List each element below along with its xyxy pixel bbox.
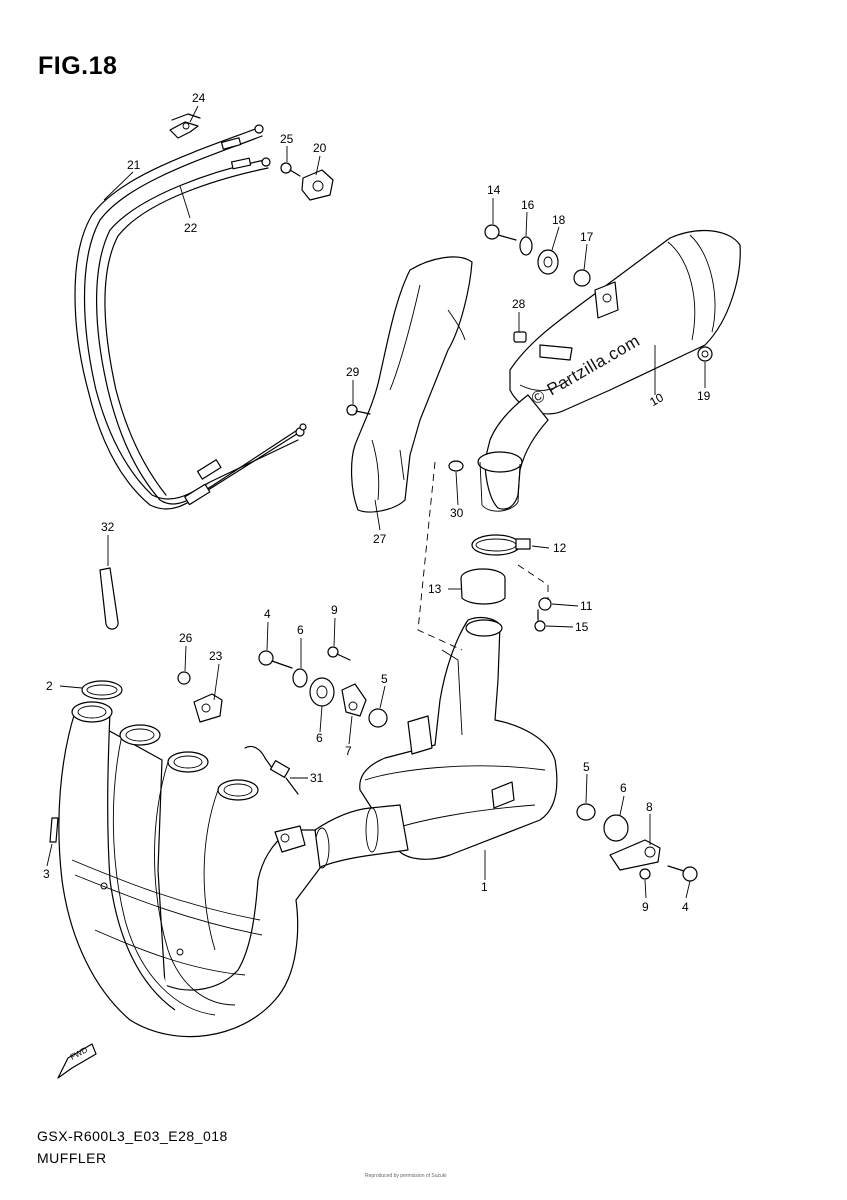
- fine-print: Reproduced by permission of Suzuki: [365, 1173, 447, 1179]
- figure-code: GSX-R600L3_E03_E28_018: [37, 1128, 228, 1144]
- part-25-bolt: [280, 162, 301, 177]
- part-6-bush-lower: [603, 814, 629, 842]
- part-6-washer: [292, 668, 308, 688]
- part-16-washer: [519, 236, 533, 256]
- callout-9-upper: 9: [331, 603, 338, 617]
- part-4-bolt: [258, 650, 293, 669]
- part-2-gasket: [81, 680, 123, 700]
- callout-28: 28: [512, 297, 526, 311]
- callout-8: 8: [646, 800, 653, 814]
- figure-title: FIG.18: [38, 52, 118, 80]
- callout-10: 10: [647, 390, 666, 409]
- callout-21: 21: [127, 158, 141, 172]
- part-26-nut: [177, 671, 191, 685]
- fwd-arrow-icon: FWD: [57, 1043, 97, 1079]
- part-8-bracket: [609, 839, 661, 871]
- part-29-bolt: [346, 404, 371, 416]
- callout-30: 30: [450, 506, 464, 520]
- part-10-muffler: [477, 229, 741, 512]
- part-9-bolt: [327, 646, 351, 661]
- callout-31: 31: [310, 771, 324, 785]
- exhaust-headers: [58, 701, 321, 1038]
- part-23-bracket: [193, 693, 223, 723]
- callout-5-upper: 5: [381, 672, 388, 686]
- callout-24: 24: [192, 91, 206, 105]
- callout-23: 23: [209, 649, 223, 663]
- part-6-bush: [309, 677, 335, 707]
- part-32-strap: [99, 567, 119, 630]
- part-5-collar: [368, 708, 388, 728]
- callout-6-upper: 6: [297, 623, 304, 637]
- part-12-clamp: [471, 534, 531, 556]
- callout-18: 18: [552, 213, 566, 227]
- part-30-washer: [448, 460, 464, 472]
- part-1-chamber: [314, 616, 558, 869]
- callout-2: 2: [46, 679, 53, 693]
- callout-16: 16: [521, 198, 535, 212]
- callout-14: 14: [487, 183, 501, 197]
- callout-32: 32: [101, 520, 115, 534]
- callout-3: 3: [43, 867, 50, 881]
- callout-4-lower: 4: [682, 900, 689, 914]
- cable-assembly: [74, 124, 307, 510]
- part-15-bolt: [534, 609, 546, 632]
- part-27-heat-shield: [350, 256, 473, 513]
- part-17-collar: [573, 269, 591, 287]
- callout-4-upper: 4: [264, 607, 271, 621]
- part-19-nut: [697, 346, 713, 362]
- part-13-gasket: [460, 568, 506, 605]
- callout-5-lower: 5: [583, 760, 590, 774]
- leader-lines: [46, 105, 706, 899]
- part-31-sensor: [244, 745, 299, 795]
- part-9-bolt-lower: [639, 868, 651, 880]
- part-20-bracket: [301, 169, 334, 201]
- callout-19: 19: [697, 389, 711, 403]
- callout-12: 12: [553, 541, 567, 555]
- callout-29: 29: [346, 365, 360, 379]
- part-3-stud: [49, 817, 59, 843]
- part-28-rubber: [513, 331, 527, 343]
- callout-17: 17: [580, 230, 594, 244]
- part-11-nut: [538, 597, 552, 611]
- callout-15: 15: [575, 620, 589, 634]
- callout-6-right: 6: [620, 781, 627, 795]
- callout-labels: 24 25 20 21 22 14 16 18 17 28 29 19 10 3…: [43, 91, 711, 914]
- callout-7: 7: [345, 744, 352, 758]
- callout-13: 13: [428, 582, 442, 596]
- part-24-clip: [169, 113, 201, 139]
- callout-26: 26: [179, 631, 193, 645]
- part-5-collar-lower: [576, 803, 596, 821]
- callout-9-lower: 9: [642, 900, 649, 914]
- callout-11: 11: [580, 599, 593, 613]
- part-14-bolt: [484, 224, 517, 241]
- part-18-bush: [537, 249, 559, 275]
- part-7-bracket: [341, 683, 367, 717]
- callout-22: 22: [184, 221, 198, 235]
- part-4-bolt-lower: [667, 865, 698, 882]
- callout-27: 27: [373, 532, 387, 546]
- callout-20: 20: [313, 141, 327, 155]
- figure-name: MUFFLER: [37, 1150, 107, 1166]
- callout-1: 1: [481, 880, 488, 894]
- callout-25: 25: [280, 132, 294, 146]
- callout-6-lower: 6: [316, 731, 323, 745]
